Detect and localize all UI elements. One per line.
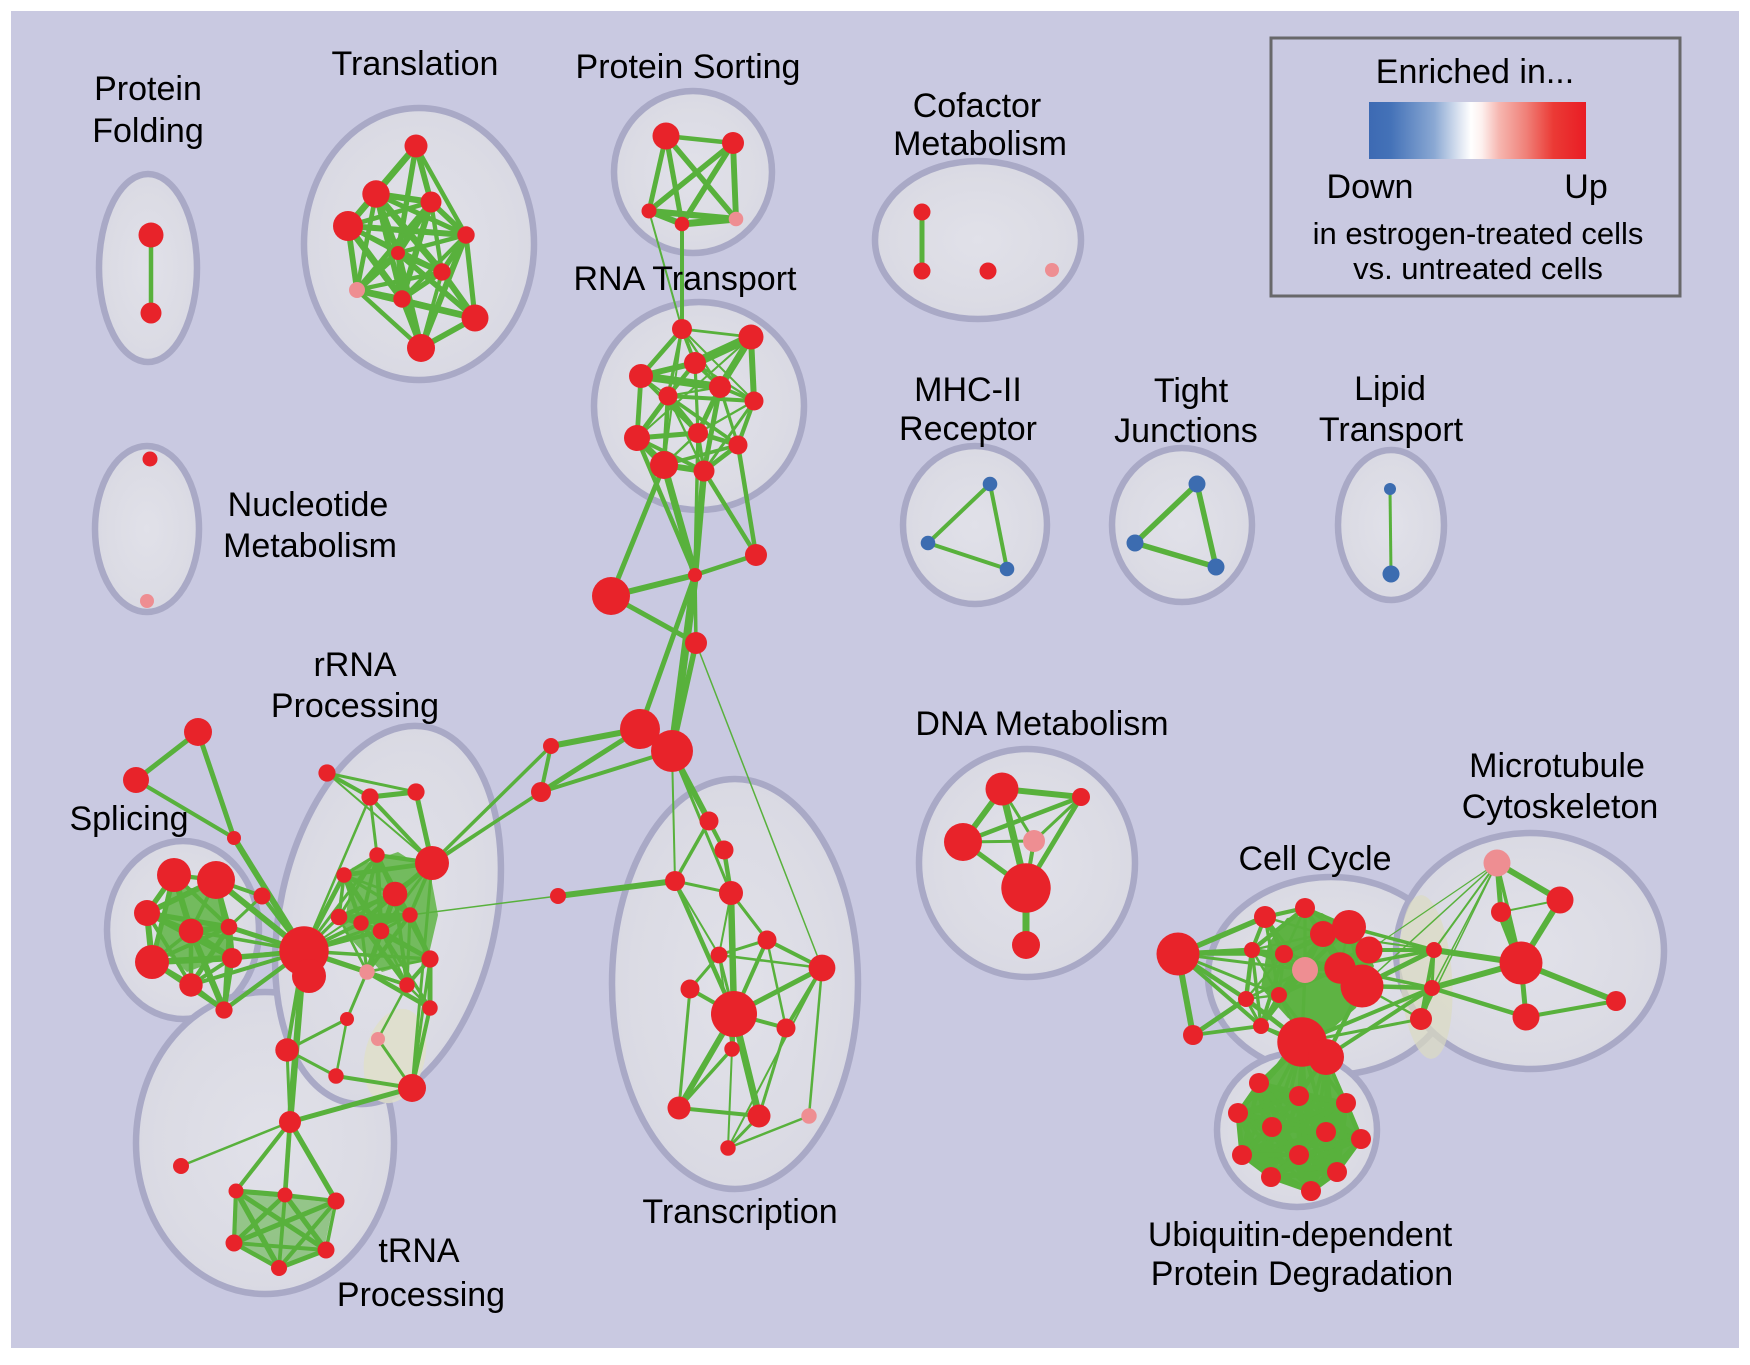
svg-text:Protein Degradation: Protein Degradation bbox=[1151, 1255, 1453, 1293]
svg-text:vs. untreated cells: vs. untreated cells bbox=[1353, 251, 1603, 286]
svg-text:Metabolism: Metabolism bbox=[893, 125, 1067, 163]
svg-text:Transport: Transport bbox=[1319, 411, 1464, 449]
svg-text:Cell Cycle: Cell Cycle bbox=[1238, 840, 1391, 878]
svg-text:DNA Metabolism: DNA Metabolism bbox=[915, 705, 1168, 743]
svg-text:Protein: Protein bbox=[94, 70, 202, 108]
svg-text:Processing: Processing bbox=[271, 687, 439, 725]
svg-text:Up: Up bbox=[1564, 168, 1607, 206]
svg-text:Transcription: Transcription bbox=[642, 1193, 837, 1231]
svg-text:Ubiquitin-dependent: Ubiquitin-dependent bbox=[1148, 1216, 1453, 1254]
svg-text:in estrogen-treated cells: in estrogen-treated cells bbox=[1313, 216, 1644, 251]
svg-text:Microtubule: Microtubule bbox=[1469, 747, 1645, 785]
svg-text:Receptor: Receptor bbox=[899, 410, 1037, 448]
svg-text:MHC-II: MHC-II bbox=[914, 371, 1022, 409]
svg-text:Nucleotide: Nucleotide bbox=[228, 486, 389, 524]
svg-text:Cofactor: Cofactor bbox=[913, 87, 1042, 125]
svg-text:Enriched in...: Enriched in... bbox=[1376, 53, 1574, 91]
svg-text:tRNA: tRNA bbox=[378, 1232, 460, 1270]
svg-text:Lipid: Lipid bbox=[1354, 370, 1426, 408]
svg-text:Metabolism: Metabolism bbox=[223, 527, 397, 565]
svg-text:rRNA: rRNA bbox=[313, 646, 396, 684]
svg-text:Tight: Tight bbox=[1154, 372, 1229, 410]
svg-text:Down: Down bbox=[1327, 168, 1414, 206]
svg-text:Processing: Processing bbox=[337, 1276, 505, 1314]
svg-text:Translation: Translation bbox=[332, 45, 499, 83]
svg-text:Folding: Folding bbox=[92, 112, 204, 150]
svg-text:Splicing: Splicing bbox=[69, 800, 188, 838]
svg-text:Cytoskeleton: Cytoskeleton bbox=[1462, 788, 1659, 826]
svg-text:Protein Sorting: Protein Sorting bbox=[576, 48, 801, 86]
svg-text:Junctions: Junctions bbox=[1114, 412, 1258, 450]
svg-text:RNA Transport: RNA Transport bbox=[574, 260, 798, 298]
